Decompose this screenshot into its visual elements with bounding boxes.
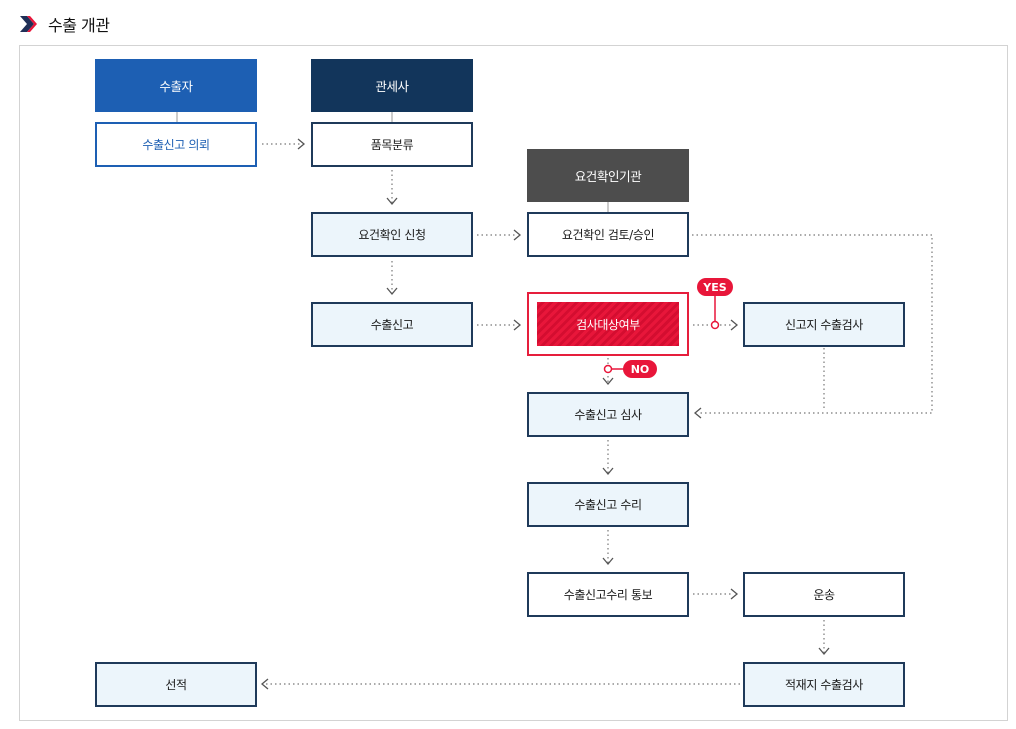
arrowhead-left bbox=[693, 407, 702, 419]
page-title: 수출 개관 bbox=[48, 16, 110, 35]
arrowhead-right bbox=[513, 319, 522, 331]
arrowhead-down bbox=[818, 647, 830, 656]
arrowhead-right bbox=[730, 319, 739, 331]
arrowhead-down bbox=[386, 287, 398, 296]
acceptance-notice-node: 수출신고수리 통보 bbox=[527, 572, 689, 617]
item-classification-node: 품목분류 bbox=[311, 122, 473, 167]
yes-badge: YES bbox=[697, 278, 733, 296]
arrowhead-down bbox=[602, 467, 614, 476]
loading-node: 선적 bbox=[95, 662, 257, 707]
chevron-right-icon bbox=[20, 16, 37, 32]
exporter-header: 수출자 bbox=[95, 59, 257, 112]
transport-node: 운송 bbox=[743, 572, 905, 617]
verification-agency-header: 요건확인기관 bbox=[527, 149, 689, 202]
export-declaration-node: 수출신고 bbox=[311, 302, 473, 347]
arrowhead-down bbox=[602, 377, 614, 386]
customs-broker-header: 관세사 bbox=[311, 59, 473, 112]
requirement-check-review-node: 요건확인 검토/승인 bbox=[527, 212, 689, 257]
arrowhead-left bbox=[260, 678, 269, 690]
loading-place-inspection-node: 적재지 수출검사 bbox=[743, 662, 905, 707]
declared-place-inspection-node: 신고지 수출검사 bbox=[743, 302, 905, 347]
arrowhead-right bbox=[297, 138, 306, 150]
arrowhead-down bbox=[602, 557, 614, 566]
arrowhead-right bbox=[513, 229, 522, 241]
arrowhead-right bbox=[730, 588, 739, 600]
inspection-target-label: 검사대상여부 bbox=[537, 302, 679, 346]
inspection-target-node: 검사대상여부 bbox=[527, 292, 689, 356]
export-declaration-request-node: 수출신고 의뢰 bbox=[95, 122, 257, 167]
declaration-review-node: 수출신고 심사 bbox=[527, 392, 689, 437]
diagram-frame bbox=[19, 45, 1008, 721]
declaration-acceptance-node: 수출신고 수리 bbox=[527, 482, 689, 527]
connector-review-to-declaration-review bbox=[692, 234, 933, 414]
page-title-bar: 수출 개관 bbox=[18, 12, 110, 36]
requirement-check-application-node: 요건확인 신청 bbox=[311, 212, 473, 257]
no-badge: NO bbox=[623, 360, 657, 378]
arrowhead-down bbox=[386, 197, 398, 206]
